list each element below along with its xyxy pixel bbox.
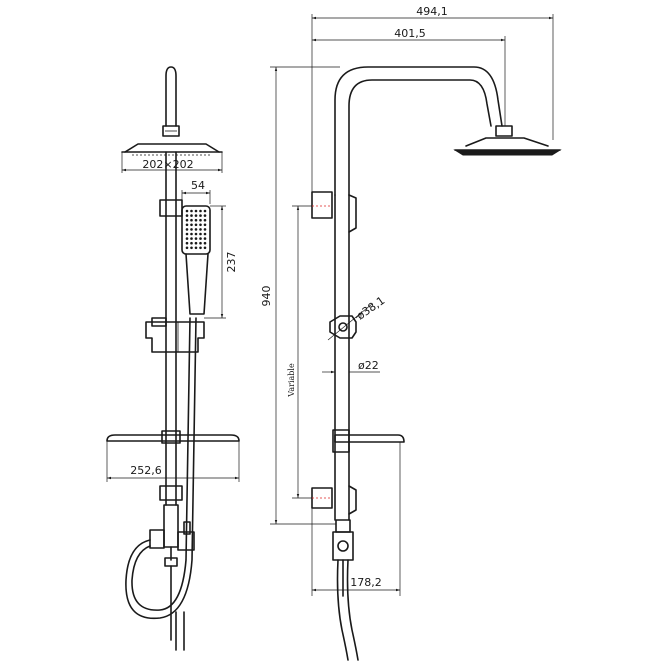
nozzle-dot [194,241,198,245]
nozzle-dot [194,237,198,240]
nozzle-dot [203,246,207,250]
nozzle-dot [194,223,198,227]
nozzle-dot [190,246,193,250]
nozzle-dot [190,232,193,236]
nozzle-dot [203,241,207,245]
diverter-left-nut [149,529,165,549]
side-diverter-knob [337,540,349,552]
pipe-diameter-label: ø22 [358,359,379,372]
holder-knob [151,317,167,327]
nozzle-dot [203,209,207,213]
holder-pivot [338,322,348,332]
top-bracket [311,191,333,219]
nozzle-dot [190,241,193,245]
nozzle-dot [194,218,198,222]
side-arm-inner [348,79,492,196]
bottom-offset-label: 178,2 [350,576,382,589]
shelf-clamp [161,430,181,444]
nozzle-dot [185,209,189,213]
head-size-label: 202×202 [142,158,193,171]
nozzle-dot [185,246,189,250]
nozzle-dot [199,218,202,222]
overall-width-label: 494,1 [416,5,448,18]
side-head-plate [453,149,562,156]
hand-width-label: 54 [191,179,205,192]
nozzle-dot [185,214,189,217]
nozzle-dot [194,246,198,250]
side-hose-right [346,559,359,661]
side-head-top [465,137,549,147]
side-diverter-top [335,519,351,533]
upper-clamp [159,199,183,217]
side-dimensions: 494,1 401,5 940 Variable ø38,1 ø22 178,2 [260,5,554,596]
nozzle-dot [194,232,198,236]
nozzle-dot [203,228,207,231]
nozzle-dot [203,232,207,236]
lower-bracket-back [348,485,357,515]
nozzle-dot [203,237,207,240]
front-shelf [106,434,240,442]
arm-width-label: 401,5 [394,27,426,40]
lower-bracket [311,487,333,509]
nozzle-dot [185,241,189,245]
nozzle-dot [185,223,189,227]
nozzle-dot [190,209,193,213]
nozzle-dot [203,214,207,217]
nozzle-dot [190,228,193,231]
overall-height-label: 940 [260,286,273,307]
nozzle-dot [185,228,189,231]
side-hose-left [336,559,349,661]
side-shelf-clamp [332,429,350,453]
nozzle-dot [199,228,202,231]
side-holder [329,315,357,339]
nozzle-dot [185,237,189,240]
side-view [311,66,562,661]
nozzle-dot [190,214,193,217]
hand-shower-handle [185,253,209,315]
hand-length-label: 237 [225,252,238,273]
nozzle-dot [190,218,193,222]
nozzle-dot [199,232,202,236]
nozzle-dot [194,214,198,217]
lower-clamp [159,485,183,501]
nozzle-dot [190,223,193,227]
nozzle-dot [185,232,189,236]
head-connector [162,125,180,137]
slide-holder [145,321,205,353]
front-head-top [124,143,220,153]
side-diverter-body [332,531,354,561]
side-shelf [334,434,405,443]
side-arm-outer [334,66,503,196]
shelf-width-label: 252,6 [130,464,162,477]
nozzle-dot [190,237,193,240]
front-view [106,66,240,651]
hand-shower-nozzles [185,209,207,250]
nozzle-dot [199,209,202,213]
hose-outer [125,317,197,620]
nozzle-dot [203,223,207,227]
nozzle-dot [199,214,202,217]
front-arm-top [165,66,177,127]
nozzle-dot [199,237,202,240]
top-bracket-back [348,194,357,233]
hand-shower-head [181,205,211,255]
front-dimensions: 202×202 54 237 252,6 [106,152,240,482]
nozzle-dot [199,246,202,250]
nozzle-dot [194,228,198,231]
hose-inner [131,317,191,611]
side-head-connector [495,125,513,137]
nozzle-dot [199,241,202,245]
holder-diameter-label: ø38,1 [354,294,387,323]
nozzle-dot [185,218,189,222]
diverter-body [163,504,179,548]
variable-label: Variable [287,363,296,398]
nozzle-dot [203,218,207,222]
nozzle-dot [194,209,198,213]
nozzle-dot [199,223,202,227]
